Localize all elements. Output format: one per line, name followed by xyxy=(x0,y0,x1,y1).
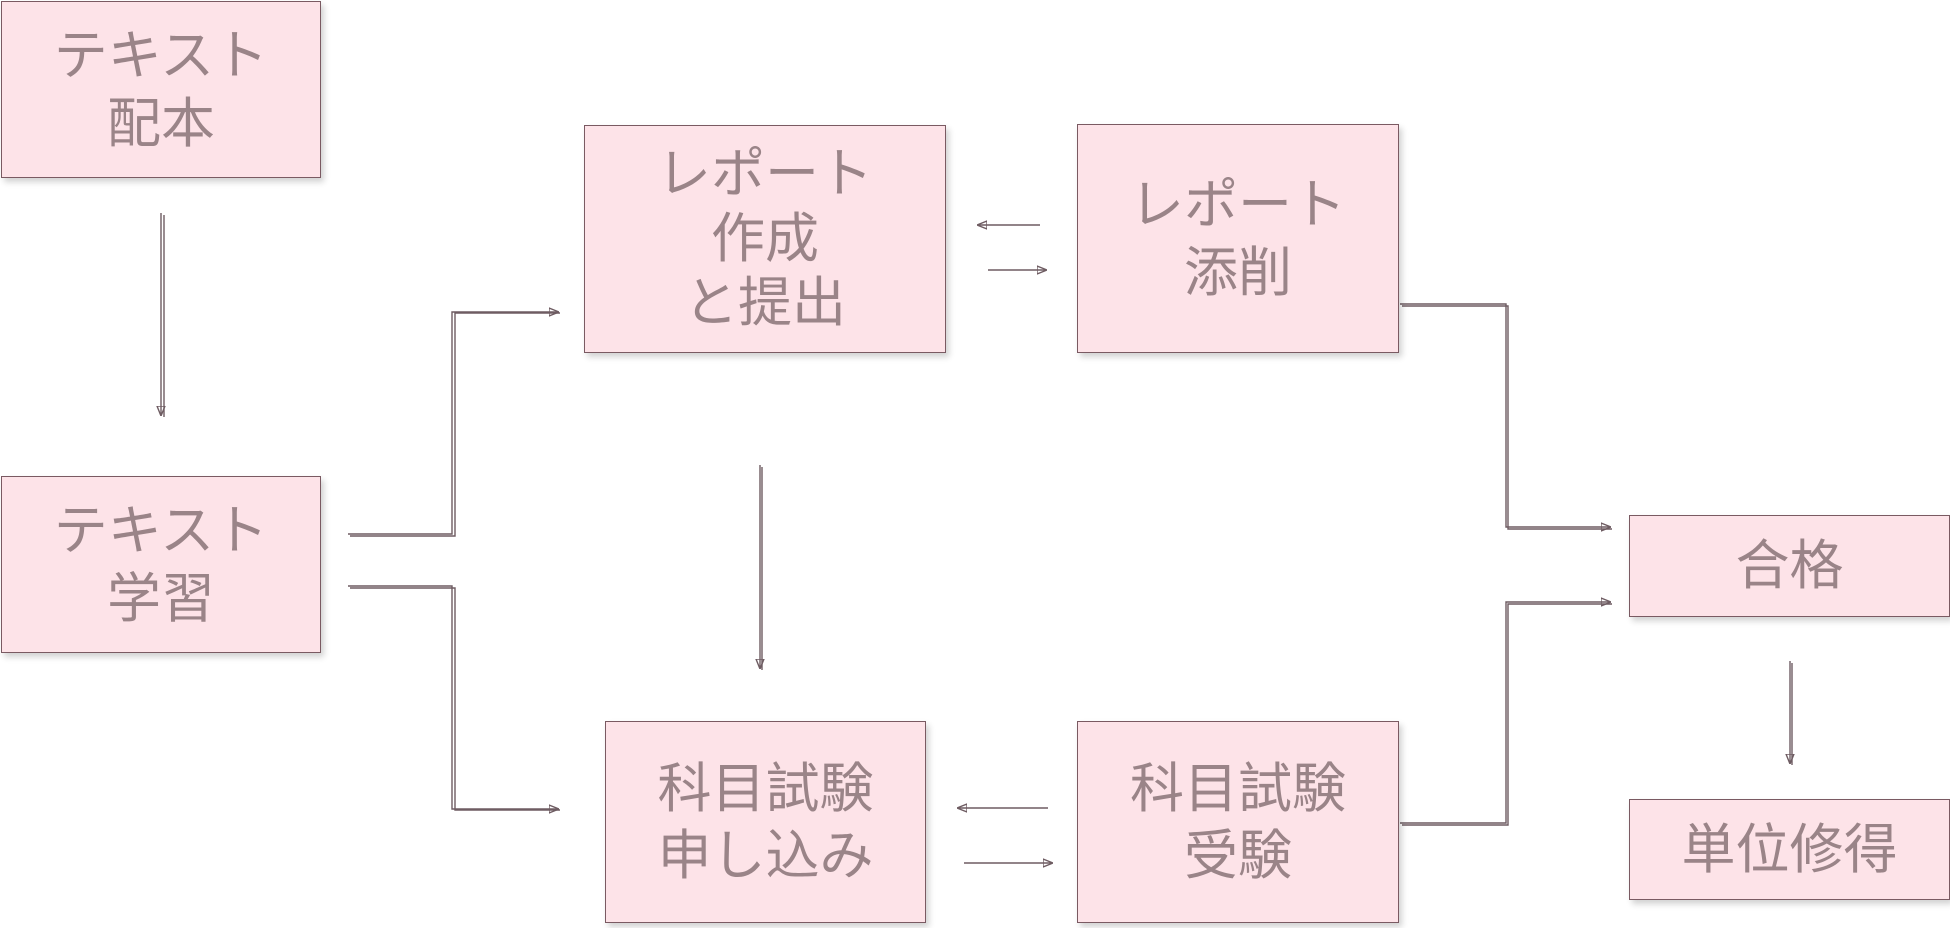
node-text-delivery-line1: テキスト xyxy=(53,24,269,87)
arrow-exam-take-to-pass xyxy=(1400,602,1610,824)
node-report-correction: レポート 添削 xyxy=(1077,124,1399,353)
node-pass-line1: 合格 xyxy=(1735,534,1844,598)
node-credit: 単位修得 xyxy=(1629,799,1950,900)
node-text-delivery: テキスト 配本 xyxy=(1,1,321,178)
node-text-study: テキスト 学習 xyxy=(1,476,321,653)
node-exam-take-line1: 科目試験 xyxy=(1130,756,1346,820)
node-report-correction-line1: レポート xyxy=(1130,173,1346,236)
arrow-correction-to-pass xyxy=(1400,303,1610,527)
node-text-delivery-line2: 配本 xyxy=(107,91,215,155)
node-report-create-line2: 作成 xyxy=(711,206,819,270)
node-exam-apply: 科目試験 申し込み xyxy=(605,721,926,923)
node-report-create-line3: と提出 xyxy=(684,271,846,335)
node-credit-line1: 単位修得 xyxy=(1681,817,1898,881)
node-report-create-line1: レポート xyxy=(657,141,873,205)
arrow-study-to-report xyxy=(348,312,558,535)
node-text-study-line2: 学習 xyxy=(107,566,215,630)
node-report-correction-line2: 添削 xyxy=(1184,240,1292,304)
node-report-create: レポート 作成 と提出 xyxy=(584,125,946,353)
arrow-study-to-exam-apply xyxy=(348,585,558,809)
node-exam-apply-line2: 申し込み xyxy=(657,824,874,887)
node-exam-take: 科目試験 受験 xyxy=(1077,721,1399,923)
node-exam-take-line2: 受験 xyxy=(1184,824,1292,887)
node-exam-apply-line1: 科目試験 xyxy=(657,756,874,820)
node-pass: 合格 xyxy=(1629,515,1950,617)
node-text-study-line1: テキスト xyxy=(53,499,269,562)
